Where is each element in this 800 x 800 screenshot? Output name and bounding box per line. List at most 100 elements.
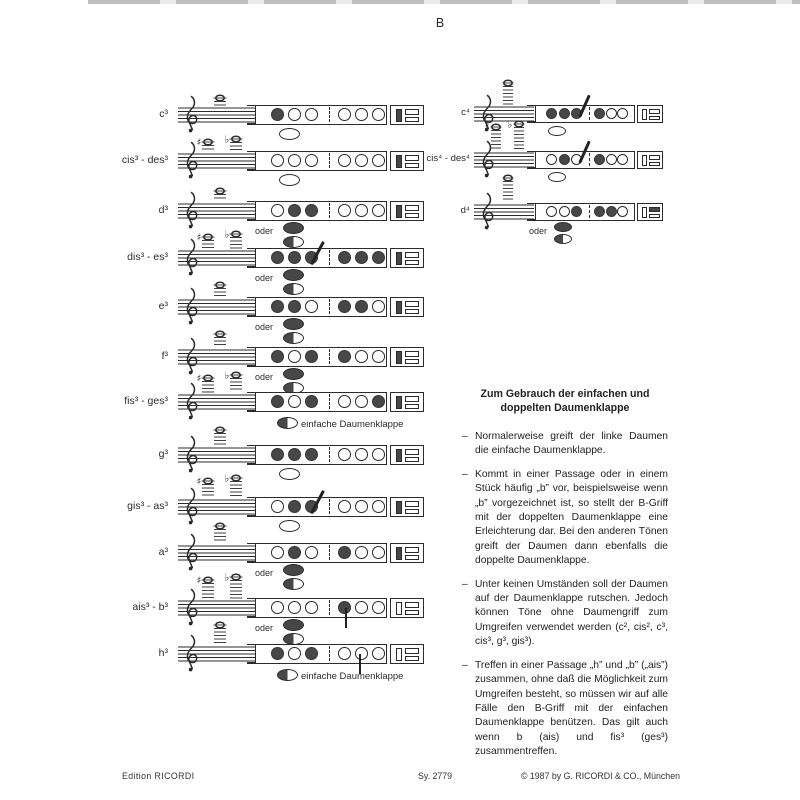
bullet-dash: –: [462, 578, 468, 590]
foot-key-lever: [395, 396, 402, 409]
treble-clef-icon: [482, 140, 494, 178]
foot-keys: [637, 105, 663, 123]
foot-key-roller-bottom: [405, 259, 419, 266]
thumb-key-closed: [283, 368, 304, 380]
flute-body-stub: [247, 315, 256, 317]
tone-hole-open: [616, 205, 629, 218]
oder-label: oder: [255, 226, 274, 236]
tone-hole-open: [355, 500, 368, 513]
note-label: fis³ - ges³: [124, 395, 168, 407]
treble-clef-icon: [186, 141, 198, 179]
tone-hole-open: [288, 108, 301, 121]
tone-hole-open: [271, 546, 284, 559]
tone-hole-open: [305, 154, 318, 167]
flute-body-stub: [247, 496, 256, 498]
tone-hole-open: [355, 448, 368, 461]
tone-hole-closed: [288, 546, 301, 559]
foot-key-roller-top: [405, 351, 419, 357]
note-label: d⁴: [460, 205, 470, 216]
tone-hole-closed: [570, 205, 583, 218]
flute-body-diagram: [247, 597, 387, 628]
foot-keys: [390, 497, 424, 517]
thumb-key-half: [277, 669, 298, 681]
treble-clef-icon: [482, 192, 494, 230]
tone-hole-closed: [605, 205, 618, 218]
oder-label: oder: [255, 322, 274, 332]
foot-keys: [390, 201, 424, 221]
tone-hole-closed: [558, 107, 571, 120]
tone-hole-closed: [593, 205, 606, 218]
staff-and-note: [178, 64, 256, 139]
flute-body-diagram: [527, 202, 635, 221]
bullet-text: Unter keinen Umständen soll der Daumen a…: [475, 578, 668, 648]
foot-key-roller-bottom: [405, 609, 419, 616]
instructions-title: Zum Gebrauch der einfachen und doppelten…: [462, 387, 668, 415]
foot-key-lever: [641, 155, 647, 166]
thumb-key-closed: [554, 222, 572, 232]
foot-key-roller-bottom: [405, 212, 419, 219]
flute-body-stub: [527, 167, 536, 169]
note-label: a³: [158, 546, 168, 558]
foot-keys: [390, 105, 424, 125]
thumb-key-half: [554, 234, 572, 244]
thumb-key-half: [283, 283, 304, 295]
scan-edge: [88, 0, 800, 4]
tone-hole-open: [355, 395, 368, 408]
instruction-bullet: –Normalerweise greift der linke Daumen d…: [462, 430, 668, 459]
tone-hole-open: [355, 204, 368, 217]
oder-label: oder: [529, 226, 548, 236]
treble-clef-icon: [186, 382, 198, 420]
thumb-key-open: [279, 520, 300, 532]
foot-key-lever: [641, 109, 647, 120]
tone-hole-closed: [271, 647, 284, 660]
staff-and-note: [474, 147, 534, 236]
foot-keys: [390, 297, 424, 317]
staff-and-note: [178, 306, 256, 381]
tone-hole-closed: [355, 300, 368, 313]
staff-and-note: [178, 603, 256, 678]
foot-key-roller-top: [405, 155, 419, 161]
tone-hole-open: [338, 448, 351, 461]
foot-key-roller-bottom: [405, 508, 419, 515]
flute-body-stub: [247, 200, 256, 202]
thumb-key-open: [548, 126, 566, 136]
foot-keys: [390, 347, 424, 367]
note-label: f³: [161, 350, 168, 362]
tone-hole-closed: [338, 601, 351, 614]
einfache-daumenklappe-label: einfache Daumenklappe: [301, 419, 404, 430]
foot-key-roller-bottom: [405, 358, 419, 365]
svg-text:♯: ♯: [197, 477, 202, 488]
bullet-text: Normalerweise greift der linke Daumen di…: [475, 431, 668, 457]
foot-key-roller-top: [405, 205, 419, 211]
tone-hole-open: [372, 300, 385, 313]
foot-key-lever: [395, 602, 402, 615]
staff-and-note: [178, 256, 256, 331]
svg-text:♭: ♭: [225, 230, 230, 241]
svg-text:♯: ♯: [197, 374, 202, 385]
treble-clef-icon: [186, 337, 198, 375]
treble-clef-icon: [186, 588, 198, 626]
instruction-bullet: –Treffen in einer Passage „h” und „b” („…: [462, 659, 668, 760]
foot-key-roller-top: [405, 109, 419, 115]
flute-body-stub: [247, 247, 256, 249]
foot-key-roller-bottom: [405, 116, 419, 123]
flute-body-diagram: [247, 296, 387, 317]
note-label: g³: [158, 448, 168, 460]
hand-divider: [329, 153, 330, 168]
tone-hole-open: [372, 448, 385, 461]
tone-hole-closed: [288, 204, 301, 217]
tone-hole-open: [338, 204, 351, 217]
foot-key-lever: [395, 351, 402, 364]
foot-key-roller-top: [405, 648, 419, 654]
footer-copyright: © 1987 by G. RICORDI & CO., München: [520, 771, 680, 781]
foot-key-roller-top: [405, 602, 419, 608]
foot-keys: [390, 392, 424, 412]
tone-hole-open: [372, 601, 385, 614]
thumb-key-open: [548, 172, 566, 182]
flute-body-stub: [247, 444, 256, 446]
note-label: cis⁴ - des⁴: [426, 153, 470, 164]
flute-body-stub: [527, 104, 536, 106]
tone-hole-open: [305, 601, 318, 614]
tone-hole-closed: [288, 448, 301, 461]
flute-body-stub: [247, 104, 256, 106]
